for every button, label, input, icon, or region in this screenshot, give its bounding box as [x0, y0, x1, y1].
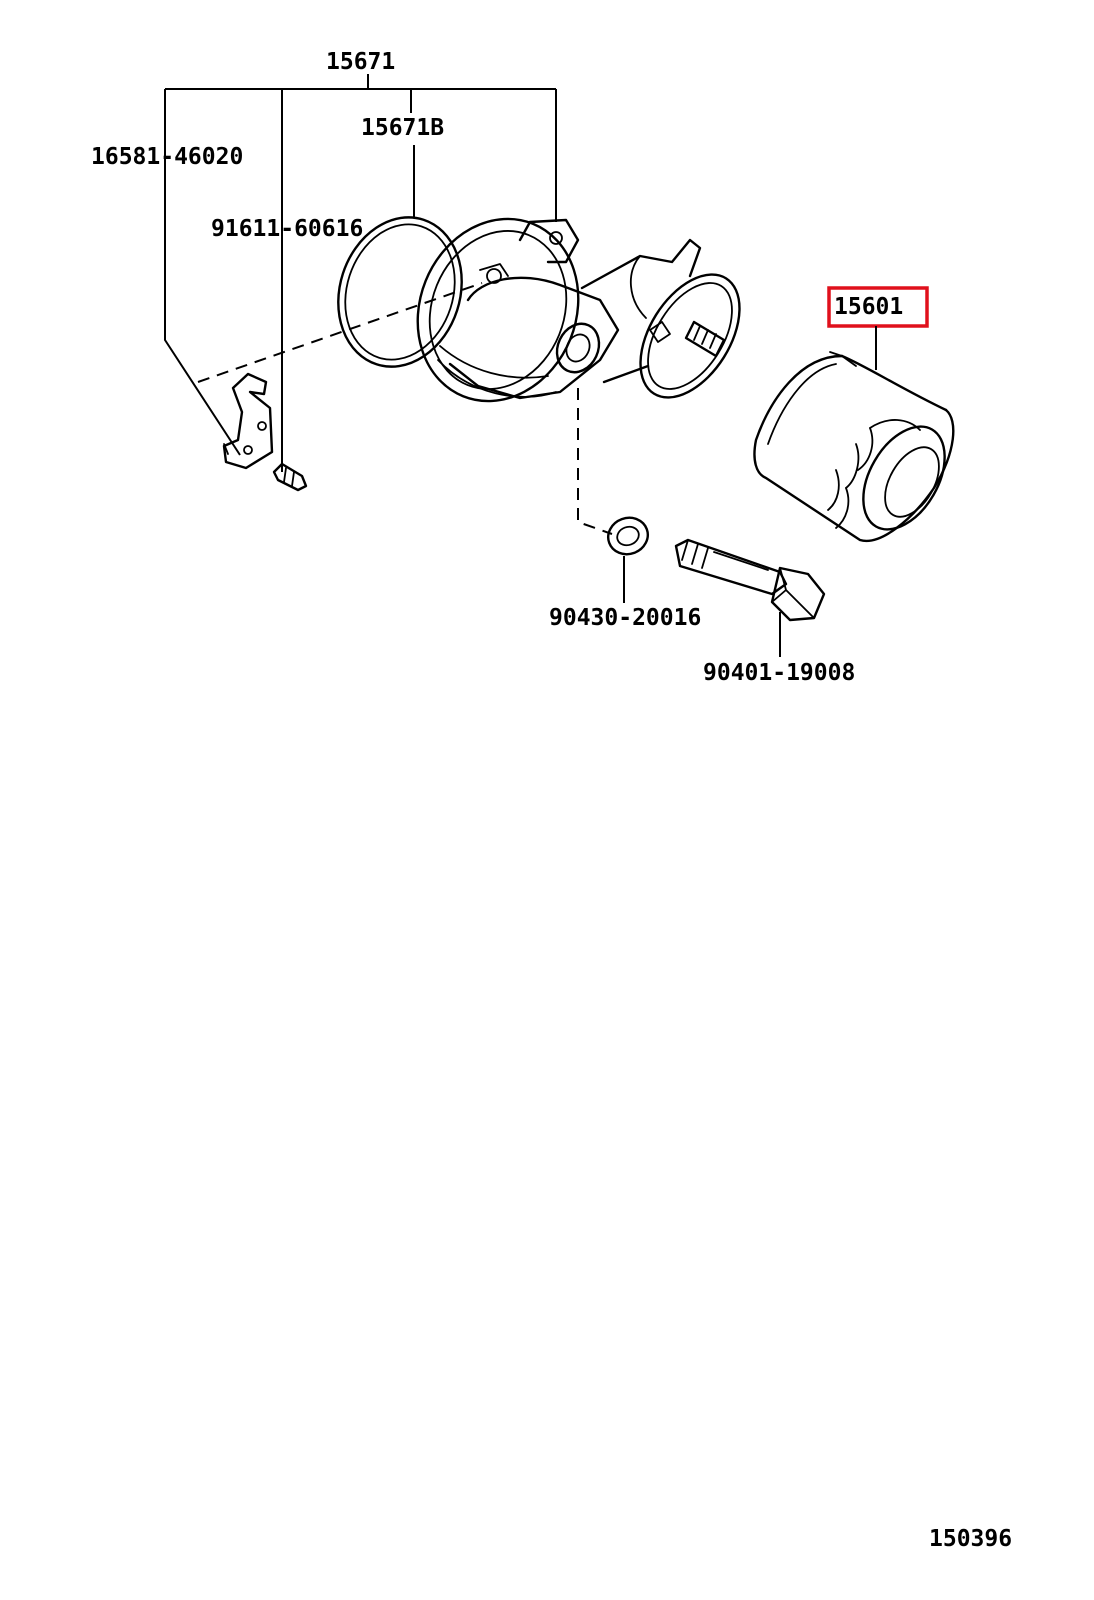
label-gasket-90430-20016[interactable]: 90430-20016	[549, 605, 701, 631]
leader-lines	[164, 74, 877, 657]
label-oil-filter-15601[interactable]: 15601	[834, 294, 903, 320]
label-bracket-16581-46020[interactable]: 16581-46020	[91, 144, 243, 170]
o-ring-gasket[interactable]	[319, 201, 480, 383]
highlight-box	[827, 286, 929, 328]
label-union-bolt-90401-19008[interactable]: 90401-19008	[703, 660, 855, 686]
screw[interactable]	[272, 462, 308, 492]
illustration-number: 150396	[929, 1526, 1012, 1552]
union-bolt[interactable]	[674, 538, 826, 622]
label-housing-15671b[interactable]: 15671B	[361, 115, 444, 141]
filter-housing[interactable]	[391, 195, 760, 426]
gasket-washer[interactable]	[603, 512, 653, 560]
oil-filter[interactable]	[753, 351, 961, 543]
label-assembly-15671[interactable]: 15671	[326, 49, 395, 75]
label-screw-91611-60616[interactable]: 91611-60616	[211, 216, 363, 242]
bracket[interactable]	[222, 372, 274, 470]
